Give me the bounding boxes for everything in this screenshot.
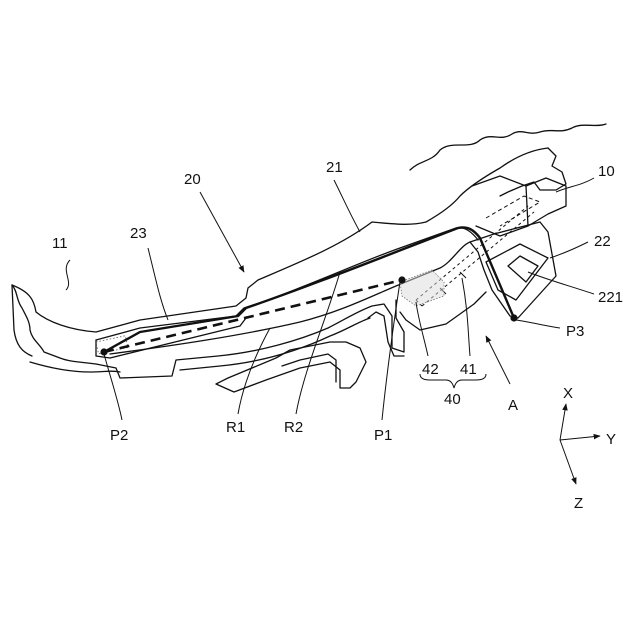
- label-221: 221: [598, 289, 623, 306]
- block-10-box-dashed: [486, 196, 540, 226]
- leader-r2: [296, 272, 340, 414]
- leader-p3: [516, 320, 560, 328]
- label-p2: P2: [110, 427, 128, 444]
- leader-11: [66, 260, 70, 290]
- leader-p2: [104, 354, 122, 420]
- leader-221: [528, 272, 594, 294]
- rail-main-line-r2: [104, 227, 514, 352]
- leader-23: [148, 248, 168, 320]
- label-40: 40: [444, 391, 461, 408]
- axis-z-label: Z: [574, 495, 583, 512]
- axes-icon: X Y Z: [560, 385, 616, 512]
- label-41: 41: [460, 361, 477, 378]
- lower-structure-3: [216, 342, 366, 392]
- label-r1: R1: [226, 419, 245, 436]
- axis-x-label: X: [563, 385, 573, 402]
- leader-21: [334, 180, 360, 232]
- label-11: 11: [52, 235, 68, 252]
- route-r1-dashed: [104, 280, 402, 352]
- part-42-hatched-block: [400, 270, 444, 306]
- leader-10: [556, 178, 594, 192]
- lower-structure-2: [180, 318, 370, 370]
- lower-structure-5: [368, 312, 404, 356]
- label-20: 20: [184, 171, 201, 188]
- leader-41: [462, 278, 470, 356]
- lower-structure-4: [282, 354, 336, 382]
- body-11-top: [12, 148, 548, 332]
- label-21: 21: [326, 159, 343, 176]
- label-view-a: A: [508, 397, 518, 414]
- label-10: 10: [598, 163, 615, 180]
- leader-p1: [382, 282, 400, 420]
- block-10-box-right: [526, 178, 566, 226]
- leader-r1: [238, 328, 270, 414]
- arrow-view-a: [486, 336, 510, 384]
- label-42: 42: [422, 361, 439, 378]
- axis-y-label: Y: [606, 431, 616, 448]
- label-22: 22: [594, 233, 611, 250]
- label-r2: R2: [284, 419, 303, 436]
- label-23: 23: [130, 225, 147, 242]
- leader-22: [550, 242, 588, 258]
- leader-20-arrow: [200, 192, 244, 272]
- body-10-right-edge: [500, 148, 566, 196]
- label-p1: P1: [374, 427, 392, 444]
- label-p3: P3: [566, 323, 584, 340]
- lower-structure-1: [96, 300, 404, 378]
